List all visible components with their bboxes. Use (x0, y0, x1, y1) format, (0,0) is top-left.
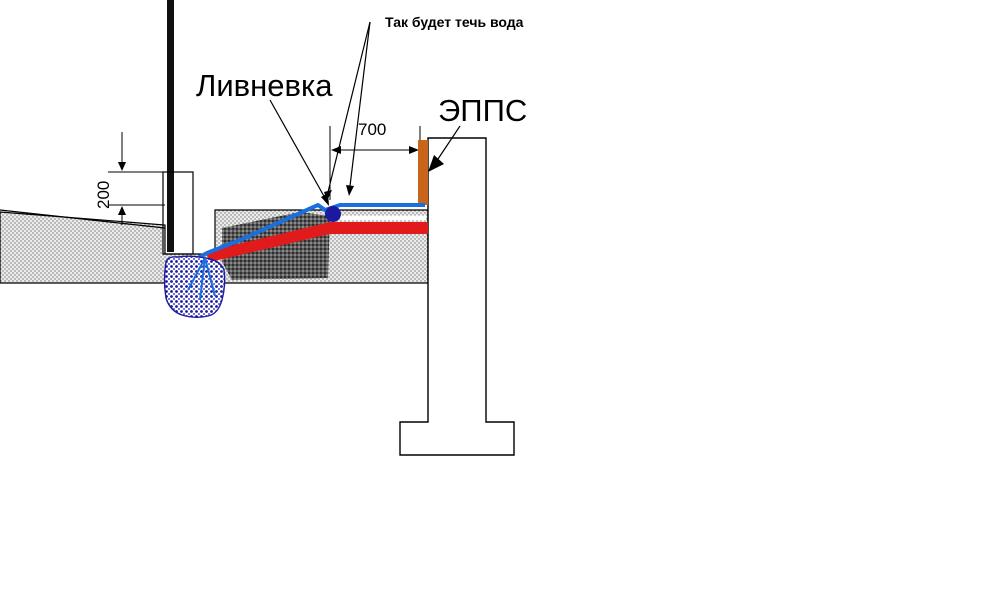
water-flow-label: Так будет течь вода (385, 14, 524, 30)
drain-stream-3 (204, 257, 216, 297)
red-layer (205, 222, 428, 262)
storm-drain-leader (269, 99, 326, 199)
epps-leader-head (428, 155, 444, 172)
epps-insulation (418, 140, 428, 205)
epps-leader (435, 125, 461, 163)
foundation-wall (399, 137, 515, 456)
water-leader-1 (327, 21, 371, 193)
dim-200-arrowhead-bottom (118, 206, 126, 215)
dim-700-arrowhead-right (409, 146, 419, 154)
water-leader-2-head (346, 185, 354, 196)
storm-drain-leader-head (321, 193, 329, 206)
water-flow-line (189, 203, 425, 264)
drain-pipe (325, 206, 341, 222)
post-sleeve (162, 171, 194, 255)
dim-200-label: 200 (94, 181, 113, 209)
post (167, 0, 174, 252)
epps-label: ЭППС (438, 93, 527, 128)
drain-stream-2 (199, 257, 206, 301)
drain-water-splash (163, 255, 226, 318)
water-leader-2 (349, 21, 371, 187)
storm-drain-label: Ливневка (196, 68, 333, 103)
drain-stream-1 (187, 257, 206, 291)
dim-200-arrowhead-top (118, 162, 126, 171)
ground-slope-line (0, 209, 166, 229)
dim-700-label: 700 (358, 120, 386, 139)
